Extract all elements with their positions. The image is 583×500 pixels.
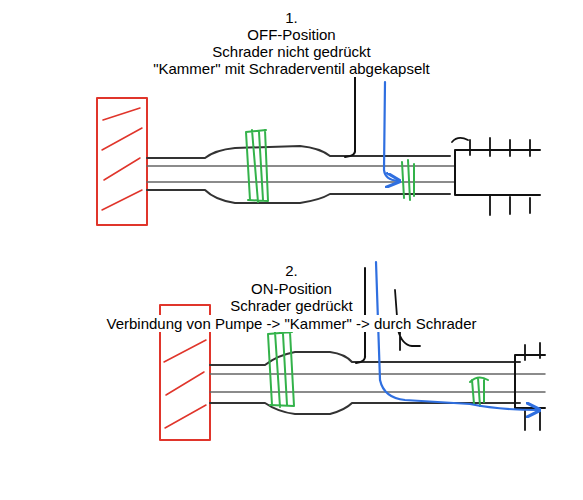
caption-text: Schrader nicht gedrückt: [210, 43, 372, 60]
label-row: 1.: [0, 9, 583, 27]
caption-text: Schrader gedrückt: [228, 297, 355, 314]
label-row: 2.: [0, 262, 583, 280]
caption-text: 1.: [283, 9, 300, 26]
off-sketch: [97, 75, 540, 225]
caption-text: "Kammer" mit Schraderventil abgekapselt: [151, 60, 432, 77]
on-sketch: [160, 262, 545, 440]
label-row: Schrader nicht gedrückt: [0, 43, 583, 61]
label-row: Verbindung von Pumpe -> "Kammer" -> durc…: [0, 315, 583, 333]
caption-text: ON-Position: [249, 280, 334, 297]
caption-text: 2.: [283, 262, 300, 279]
label-row: Schrader gedrückt: [0, 297, 583, 315]
label-row: OFF-Position: [0, 26, 583, 44]
caption-text: Verbindung von Pumpe -> "Kammer" -> durc…: [104, 315, 478, 332]
label-row: "Kammer" mit Schraderventil abgekapselt: [0, 60, 583, 78]
label-row: ON-Position: [0, 280, 583, 298]
caption-text: OFF-Position: [245, 26, 337, 43]
